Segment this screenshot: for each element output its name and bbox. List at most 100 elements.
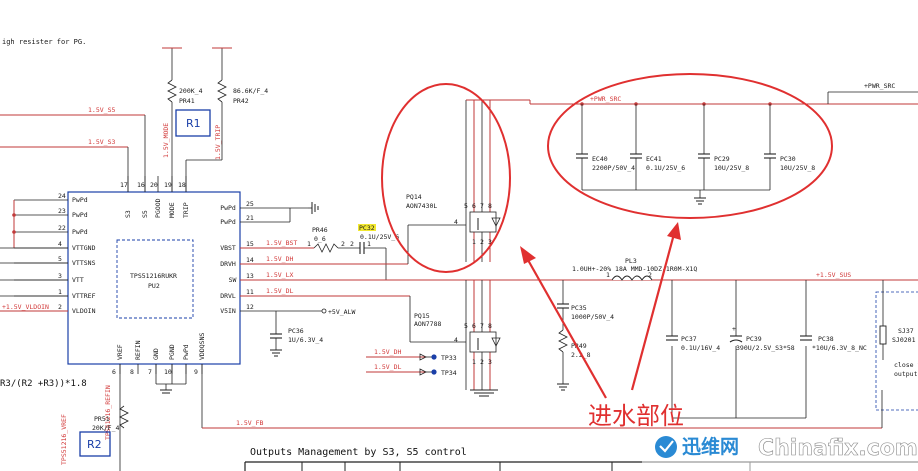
ic-left-pin-num: 1 xyxy=(58,288,62,296)
ic-right-pin-name: SW xyxy=(229,276,237,284)
annotation-text: 进水部位 xyxy=(588,402,684,430)
ic-left-pin-name: VTTSNS xyxy=(72,259,96,267)
capacitor-pc35: PC35 1000P/50V_4 xyxy=(557,280,614,330)
ic-left-pin-num: 23 xyxy=(58,207,66,215)
pr46-val: 0_6 xyxy=(314,235,326,243)
ic-right-pin-name: PwPd xyxy=(220,218,236,226)
watermark-en: Chinafix.com xyxy=(758,436,918,461)
net-label-dh: 1.5V_DH xyxy=(266,255,293,263)
capacitor-pc38: PC38 *10U/6.3V_8_NC xyxy=(800,335,867,352)
pq15-source-pin: 3 xyxy=(488,358,492,366)
ic-left-pin-name: PwPd xyxy=(72,196,88,204)
ic-bottom-pin-num: 8 xyxy=(130,368,134,376)
pq15-source-pin: 2 xyxy=(480,358,484,366)
net-label-fb: 1.5V_FB xyxy=(236,419,263,427)
ic-bottom-pin-name: REFIN xyxy=(134,340,142,360)
pq14-source-pin: 2 xyxy=(480,238,484,246)
cap-bank-value: 10U/25V_8 xyxy=(714,164,749,172)
pr51-ref: PR51 xyxy=(94,415,110,423)
ic-right-pin-name: VBST xyxy=(220,244,236,252)
pr51-val: 20K/F_4 xyxy=(92,424,119,432)
ic-part: TPS51216RUKR xyxy=(130,272,177,280)
annotation-ellipse-mosfet xyxy=(381,83,511,273)
resistor-pr41: 200K_4 PR41 xyxy=(162,47,203,192)
net-label-s5: 1.5V_S5 xyxy=(88,106,115,114)
net-label-dh-tp: 1.5V_DH xyxy=(374,348,401,356)
pq14-drain-pin: 7 xyxy=(480,202,484,210)
mosfet-pq15: PQ15 AON7788 4 xyxy=(414,280,501,397)
pc36-val: 1U/6.3V_4 xyxy=(288,336,323,344)
ground-symbol-pwpd xyxy=(308,202,319,214)
ic-right-pin-num: 15 xyxy=(246,240,254,248)
pr42-ref: PR42 xyxy=(233,97,249,105)
ic-bottom-pin-num: 9 xyxy=(194,368,198,376)
tp33-label: TP33 xyxy=(441,354,457,362)
pr41-value: 200K_4 xyxy=(179,87,203,95)
net-label-lx: 1.5V_LX xyxy=(266,271,293,279)
annotation-ellipse-capbank xyxy=(547,73,833,219)
pc37-ref: PC37 xyxy=(681,335,697,343)
ic-top-pin-name: S5 xyxy=(141,210,149,218)
net-label-mode: 1.5V_MODE xyxy=(162,123,170,158)
net-label-trip: 1.5V_TRIP xyxy=(214,125,222,160)
inductor-pl3: PL3 1.0UH+-20% 18A MMD-10DZ-1R0M-X1Q 1 2 xyxy=(572,257,697,281)
net-label-5v-alw: +5V_ALW xyxy=(328,308,355,316)
pl3-pin2: 2 xyxy=(648,271,652,279)
mosfet-pq14: PQ14 AON7430L 4 xyxy=(406,99,530,262)
pc38-ref: PC38 xyxy=(818,335,834,343)
tp34-label: TP34 xyxy=(441,369,457,377)
ic-left-pin-name: VTT xyxy=(72,276,84,284)
ic-left-pin-num: 5 xyxy=(58,255,62,263)
pr41-ref: PR41 xyxy=(179,97,195,105)
pq15-part: AON7788 xyxy=(414,320,441,328)
pl3-val: 1.0UH+-20% 18A MMD-10DZ-1R0M-X1Q xyxy=(572,265,697,273)
pq14-gate-pin: 4 xyxy=(454,218,458,226)
capacitor-pc37: PC37 0.1U/16V_4 xyxy=(666,335,720,352)
pq15-drain-pin: 5 xyxy=(464,322,468,330)
net-label-dl-tp: 1.5V_DL xyxy=(374,363,401,371)
net-label-s3: 1.5V_S3 xyxy=(88,138,115,146)
ic-top-pin-name: TRIP xyxy=(182,202,190,218)
ic-left-pin-num: 22 xyxy=(58,224,66,232)
resistor-pr46: PR46 0_6 1 2 xyxy=(307,226,345,253)
ground-symbol-capbank xyxy=(694,190,706,205)
net-label-bst: 1.5V_BST xyxy=(266,239,297,247)
cap-bank-ref: EC41 xyxy=(646,155,662,163)
net-label-vldoin: +1.5V_VLDOIN xyxy=(2,303,49,311)
pq14-ref: PQ14 xyxy=(406,193,422,201)
resistor-pr42: 86.6K/F_4 PR42 xyxy=(212,47,268,160)
net-s5-rail: 1.5V_S5 xyxy=(0,106,146,192)
pq14-part: AON7430L xyxy=(406,202,437,210)
capacitor-pc32: PC32 0.1U/25V_6 2 1 xyxy=(350,224,399,254)
net-label-dl: 1.5V_DL xyxy=(266,287,293,295)
pr42-value: 86.6K/F_4 xyxy=(233,87,268,95)
cap-bank-ref: EC40 xyxy=(592,155,608,163)
capacitor-pc39: + PC39 390U/2.5V_S3*58 xyxy=(729,325,795,352)
ic-ref: PU2 xyxy=(148,282,160,290)
cap-bank-ref: PC30 xyxy=(780,155,796,163)
capacitor-pc36: PC36 1U/6.3V_4 xyxy=(270,327,323,357)
cap-bank-value: 0.1U/25V_6 xyxy=(646,164,685,172)
ic-bottom-pin-name: VDDQSNS xyxy=(198,333,206,360)
ic-bottom-pin-name: PGND xyxy=(168,344,176,360)
cap-bank-ref: PC29 xyxy=(714,155,730,163)
ic-pu2: TPS51216RUKR PU2 xyxy=(67,191,241,365)
pr49-ref: PR49 xyxy=(571,342,587,350)
ic-bottom-pin-name: GND xyxy=(152,348,160,360)
pc32-pin2: 2 xyxy=(350,240,354,248)
ic-top-pin-name: S3 xyxy=(124,210,132,218)
pc39-plus: + xyxy=(732,325,736,333)
pc39-ref: PC39 xyxy=(746,335,762,343)
watermark-logo-icon xyxy=(655,436,677,458)
pc32-val: 0.1U/25V_6 xyxy=(360,233,399,241)
pc32-pin1: 1 xyxy=(367,240,371,248)
ic-left-pin-name: PwPd xyxy=(72,228,88,236)
watermark: 迅维网 Chinafix.com xyxy=(642,432,918,471)
ic-top-pin-num: 19 xyxy=(164,181,172,189)
